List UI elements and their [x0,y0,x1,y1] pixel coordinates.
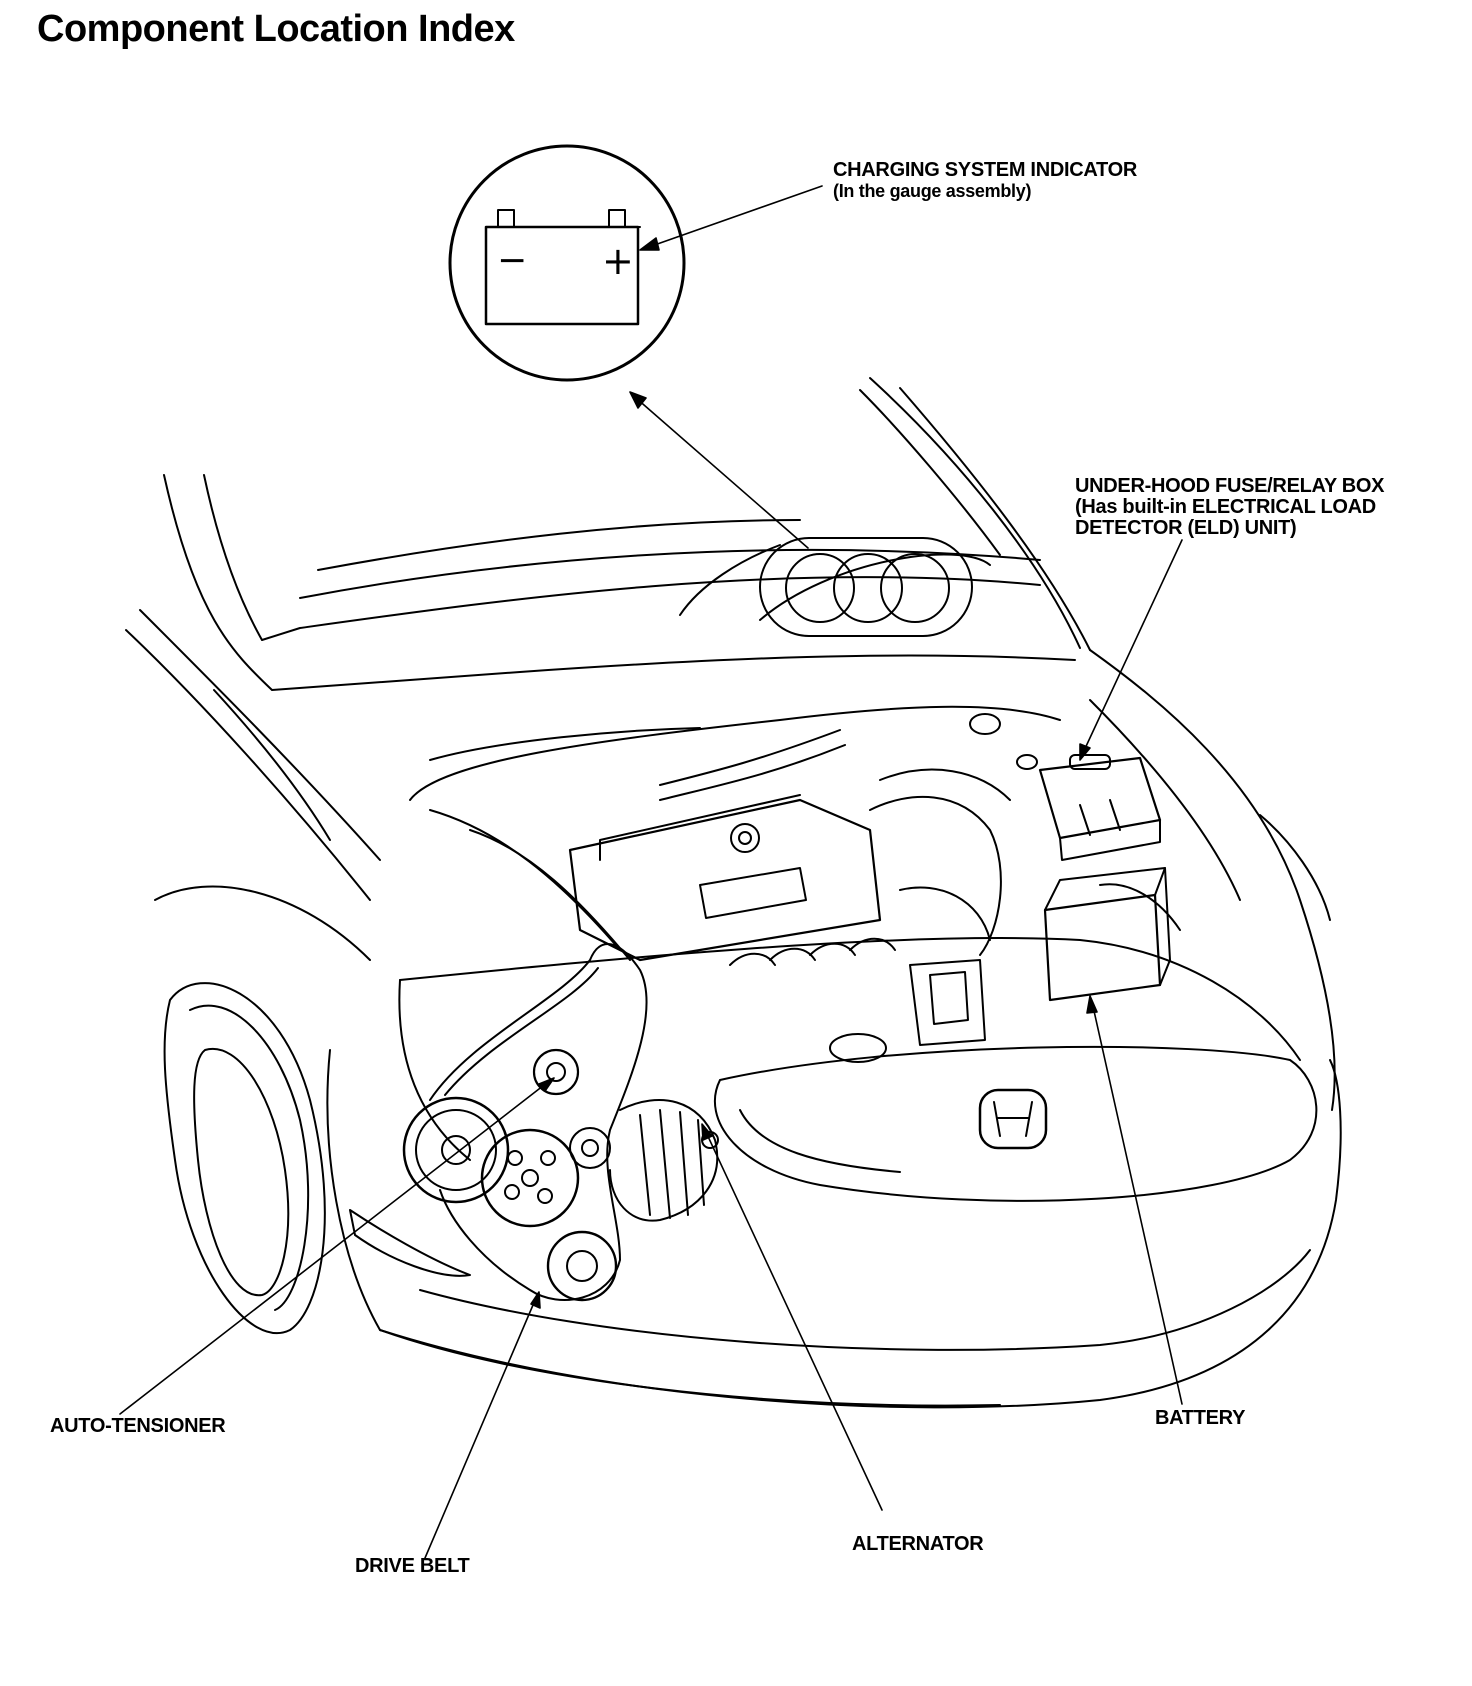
water-pump-pulley-icon [482,1130,578,1226]
auto-tensioner-arrowhead [539,1078,554,1091]
battery-minus-sign: − [497,240,527,281]
fuse-box-label: UNDER-HOOD FUSE/RELAY BOX (Has built-in … [1075,475,1385,539]
fuse-box-leader [1082,540,1182,755]
fuse-box-note-line1: (Has built-in ELECTRICAL LOAD [1075,496,1376,518]
battery-leader [1092,1002,1182,1404]
fuse-box-note-line2: DETECTOR (ELD) UNIT) [1075,517,1297,539]
drive-belt-arrowhead [531,1292,540,1308]
lower-pulley-icon [548,1232,616,1300]
auto-tensioner-pulley-icon [534,1050,578,1094]
leader-lines [120,186,1182,1558]
auto-tensioner-label: AUTO-TENSIONER [50,1415,226,1437]
charging-indicator-inset: − + [450,146,684,380]
accessory-drive [404,944,718,1300]
drive-belt-shape [430,944,647,1300]
hood-vent-icon [760,538,972,636]
gauge-to-inset-leader [636,398,808,548]
charging-indicator-arrowhead [640,238,659,250]
engine-bay [410,707,1180,1000]
alternator-icon [610,1100,718,1221]
alternator-arrowhead [702,1124,712,1140]
battery-icon [1045,868,1180,1000]
battery-label: BATTERY [1155,1407,1246,1429]
drive-belt-leader [425,1298,536,1558]
page-title: Component Location Index [37,8,515,50]
battery-arrowhead [1087,996,1097,1013]
front-emblem-icon [980,1090,1046,1148]
charging-indicator-label: CHARGING SYSTEM INDICATOR (In the gauge … [833,160,1137,202]
car-body [126,378,1341,1407]
drive-belt-label: DRIVE BELT [355,1555,470,1577]
charging-indicator-leader [646,186,822,248]
fuse-relay-box-icon [1040,755,1160,860]
gauge-to-inset-arrowhead [630,392,646,408]
alternator-label: ALTERNATOR [852,1533,984,1555]
fuse-box-title: UNDER-HOOD FUSE/RELAY BOX [1075,475,1385,497]
fuse-box-arrowhead [1080,744,1090,760]
auto-tensioner-leader [120,1082,548,1414]
crankshaft-pulley-icon [404,1098,508,1202]
battery-plus-sign: + [602,239,634,283]
battery-symbol-icon [486,210,640,324]
charging-indicator-subtitle: (In the gauge assembly) [833,181,1032,201]
front-wheel-icon [165,983,325,1333]
alternator-leader [705,1130,882,1510]
charging-indicator-title: CHARGING SYSTEM INDICATOR [833,159,1137,181]
